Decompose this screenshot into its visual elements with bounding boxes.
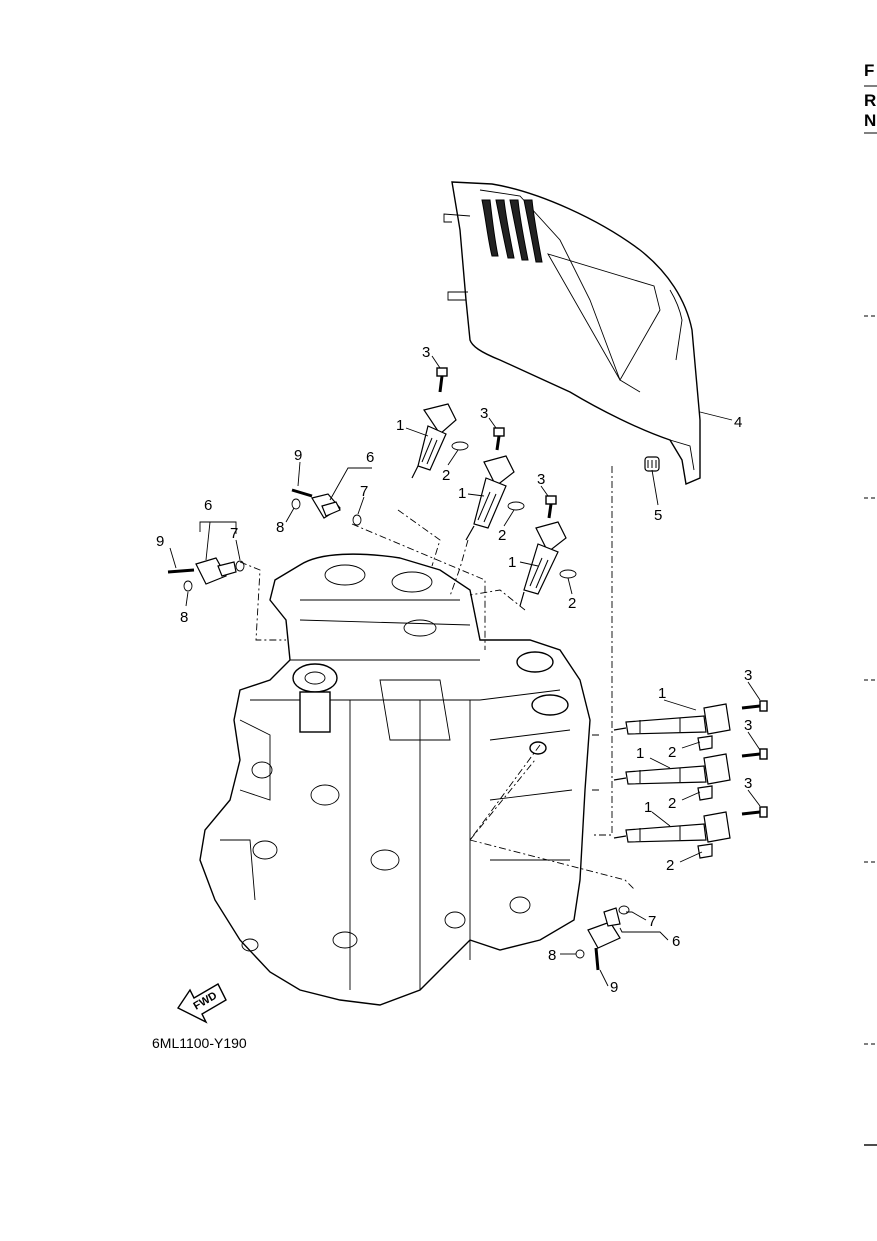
assembly-guide-lines — [239, 466, 636, 891]
callout-1: 1 — [458, 485, 466, 502]
ignition-coil-top-3 — [519, 521, 567, 607]
callout-2: 2 — [668, 795, 676, 812]
callout-3: 3 — [744, 717, 752, 734]
callout-1: 1 — [636, 745, 644, 762]
callout-7: 7 — [230, 525, 238, 542]
callout-9: 9 — [294, 447, 302, 464]
side-tab-letter-f: F — [864, 61, 874, 80]
callout-9: 9 — [156, 533, 164, 550]
callout-3: 3 — [422, 344, 430, 361]
ignition-coil-side-1 — [613, 703, 731, 735]
callout-6: 6 — [366, 449, 374, 466]
leader-lines — [169, 355, 761, 987]
callout-8: 8 — [548, 947, 556, 964]
callout-2: 2 — [666, 857, 674, 874]
callout-3: 3 — [537, 471, 545, 488]
bolts-side — [741, 700, 768, 818]
callout-3: 3 — [744, 775, 752, 792]
side-tab-letter-n: N — [864, 111, 876, 130]
side-index-tab: F R N — [864, 61, 877, 1146]
callout-labels: 3 1 2 3 1 2 3 1 2 4 5 9 6 7 8 6 7 9 8 1 … — [156, 344, 752, 996]
diagram-reference-code: 6ML1100-Y190 — [152, 1035, 247, 1051]
side-tab-letter-r: R — [864, 91, 876, 110]
callout-2: 2 — [498, 527, 506, 544]
callout-4: 4 — [734, 414, 742, 431]
engine-block — [199, 553, 591, 1006]
ignition-coil-cover — [443, 181, 701, 485]
callout-7: 7 — [648, 913, 656, 930]
sensor-left — [167, 557, 245, 592]
ignition-coil-side-2 — [613, 753, 731, 785]
seals-side — [697, 735, 713, 859]
sensor-lower — [575, 905, 630, 971]
callout-6: 6 — [204, 497, 212, 514]
callout-3: 3 — [480, 405, 488, 422]
callout-8: 8 — [276, 519, 284, 536]
callout-5: 5 — [654, 507, 662, 524]
forward-direction-arrow: FWD — [176, 983, 227, 1024]
callout-6: 6 — [672, 933, 680, 950]
callout-9: 9 — [610, 979, 618, 996]
callout-1: 1 — [396, 417, 404, 434]
bolts-top — [436, 367, 557, 519]
ignition-coil-side-3 — [613, 811, 731, 843]
callout-7: 7 — [360, 483, 368, 500]
callout-1: 1 — [508, 554, 516, 571]
callout-1: 1 — [644, 799, 652, 816]
ignition-coil-top-2 — [465, 455, 515, 541]
grommet-part-5 — [644, 456, 660, 472]
callout-3: 3 — [744, 667, 752, 684]
callout-2: 2 — [568, 595, 576, 612]
callout-2: 2 — [442, 467, 450, 484]
sensor-upper — [291, 488, 362, 526]
callout-1: 1 — [658, 685, 666, 702]
callout-8: 8 — [180, 609, 188, 626]
ignition-coil-top-1 — [411, 403, 457, 479]
callout-2: 2 — [668, 744, 676, 761]
